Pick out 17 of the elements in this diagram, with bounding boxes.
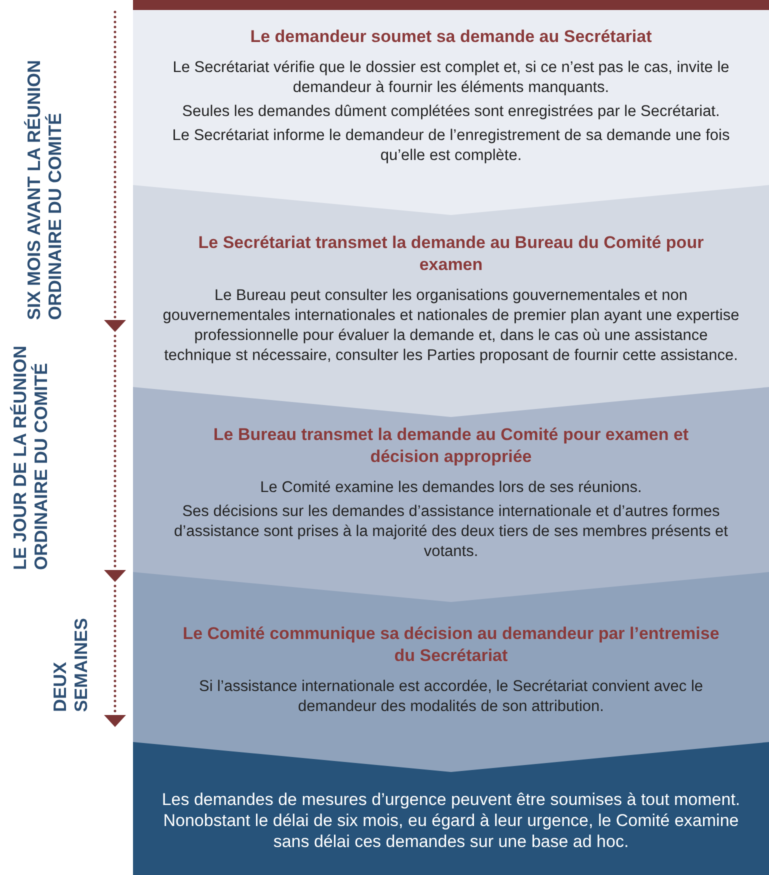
step-description: Si l’assistance internationale est accordée, le Secrétariat convient avec le demandeur des modalités de son attribution. <box>198 677 704 717</box>
step-band <box>133 10 769 185</box>
timeline-label: LE JOUR DE LA RÉUNION ORDINAIRE DU COMITÉ <box>10 345 52 570</box>
step-heading: Le Comité communique sa décision au demandeur par l’entremise du Secrétariat <box>182 623 720 667</box>
step-description: Seules les demandes dûment complétées sont enregistrées par le Secrétariat. <box>181 102 721 122</box>
step-description: Le Secrétariat vérifie que le dossier est complet et, si ce n’est pas le cas, invite le demandeur à fournir les éléments manquants. <box>172 58 730 98</box>
step-heading: Le Secrétariat transmet la demande au Bureau du Comité pour examen <box>197 232 705 276</box>
step-description: Le Comité examine les demandes lors de ses réunions. <box>259 478 643 498</box>
step-heading: Le demandeur soumet sa demande au Secrétariat <box>249 26 653 48</box>
timeline-label: DEUX SEMAINES <box>50 616 92 712</box>
note-panel <box>133 742 769 875</box>
note-text: Les demandes de mesures d’urgence peuvent être soumises à tout moment. Nonobstant le délai de six mois, eu égard à leur urgence, le Comité examine sans délai ces demandes sur une base ad hoc. <box>160 789 742 852</box>
timeline-label: SIX MOIS AVANT LA RÉUNION ORDINAIRE DU COMITÉ <box>24 58 66 320</box>
step-heading: Le Bureau transmet la demande au Comité pour examen et décision appropriée <box>212 424 690 468</box>
step-description: Le Bureau peut consulter les organisations gouvernementales et non gouvernementales internationales et nationales de premier plan ayant une expertise professionnelle pour évaluer la demande et, dans le cas où une assistance technique st nécessaire, consulter les Parties proposant de fournir cette assistance. <box>162 286 740 366</box>
step-description: Le Secrétariat informe le demandeur de l’enregistrement de sa demande une fois qu’elle est complète. <box>171 126 731 166</box>
step-description: Ses décisions sur les demandes d’assistance internationale et d’autres formes d’assistance sont prises à la majorité des deux tiers de ses membres présents et votants. <box>173 502 729 562</box>
